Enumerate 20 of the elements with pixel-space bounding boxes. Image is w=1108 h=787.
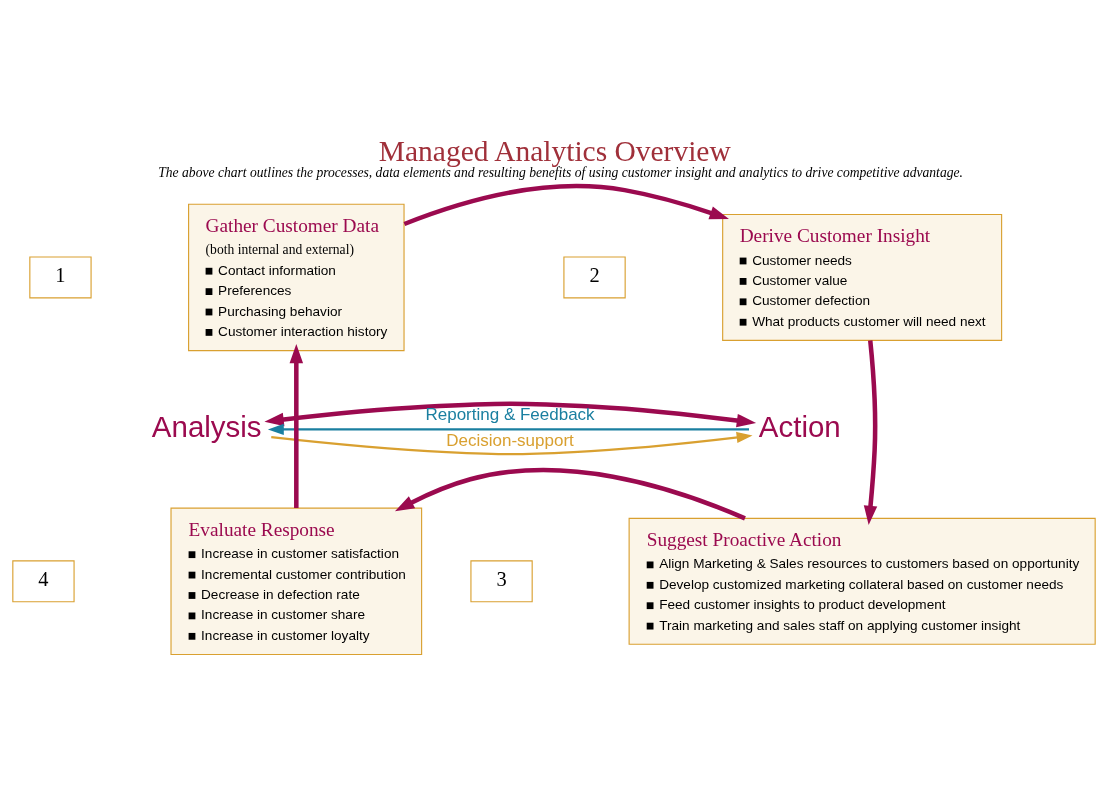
arrow <box>267 423 749 435</box>
node-box: Gather Customer Data (both internal and external) Contact information Preferences Purchasing behavior Customer interaction history <box>188 203 405 351</box>
node-text: Action <box>758 409 841 443</box>
edge-label: Decision-support <box>446 430 574 450</box>
node-box: Evaluate Response Increase in customer satisfaction Incremental customer contribution Decrease in defection rate Increase in customer share Increase in customer loyalty <box>170 507 423 655</box>
arrow <box>271 431 753 455</box>
node-box: Derive Customer Insight Customer needs Customer value Customer defection What products customer will need next <box>722 213 1003 341</box>
arrow <box>394 467 746 520</box>
node-box: 3 <box>470 559 533 602</box>
node-box: Suggest Proactive Action Align Marketing & Sales resources to customers based on opportunity Develop customized marketing collateral based on customer needs Feed customer insights to product development Train marketing and sales staff on applying customer insight <box>628 517 1096 645</box>
arrow <box>863 339 878 525</box>
node-box: 1 <box>29 255 92 298</box>
node-text: Analysis <box>151 409 262 443</box>
diagram-title: Managed Analytics Overview <box>378 134 731 167</box>
arrow <box>403 183 729 226</box>
arrow <box>289 343 304 508</box>
arrow <box>264 400 757 427</box>
node-box: 2 <box>563 255 626 298</box>
edge-label: Reporting & Feedback <box>425 404 595 424</box>
node-box: 4 <box>12 559 75 602</box>
